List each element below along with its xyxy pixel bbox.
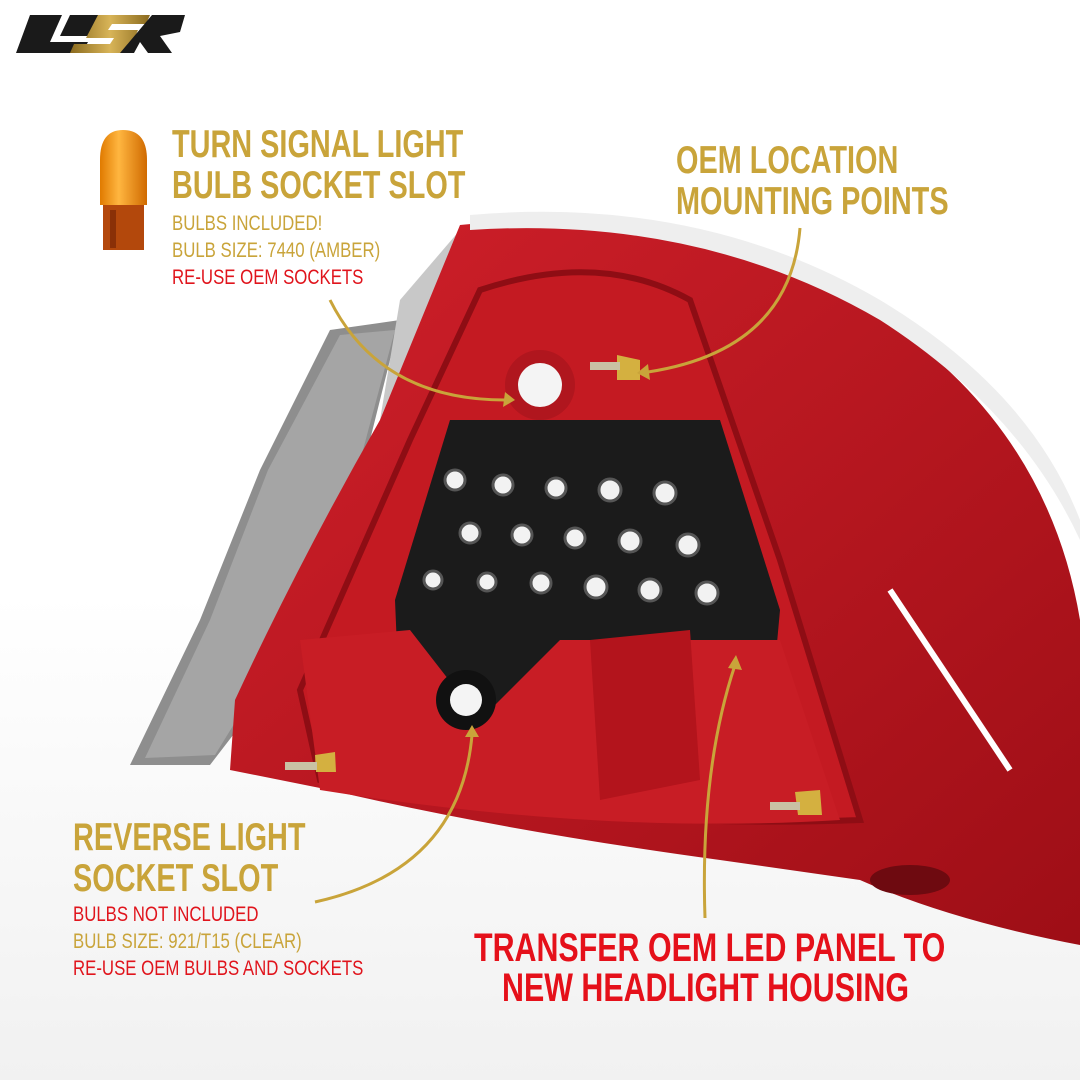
turn-signal-title-line-2: BULB SOCKET SLOT <box>172 164 466 207</box>
turn-signal-detail-3: RE-USE OEM SOCKETS <box>172 266 364 289</box>
usr-logo <box>16 15 185 53</box>
mounting-stud <box>590 355 640 380</box>
reverse-light-callout: REVERSE LIGHT SOCKET SLOT BULBS NOT INCL… <box>73 817 436 982</box>
mounting-title-line-1: OEM LOCATION <box>676 139 899 182</box>
transfer-leader-line <box>702 664 737 919</box>
mounting-leader-line <box>647 227 802 374</box>
transfer-title-line-1: TRANSFER OEM LED PANEL TO <box>474 926 946 970</box>
leader-lines <box>314 227 802 919</box>
turn-signal-callout: TURN SIGNAL LIGHT BULB SOCKET SLOT BULBS… <box>172 124 569 291</box>
reverse-detail-3: RE-USE OEM BULBS AND SOCKETS <box>73 957 364 980</box>
turn-signal-leader-line <box>328 299 506 402</box>
reverse-detail-2: BULB SIZE: 921/T15 (CLEAR) <box>73 930 302 953</box>
mounting-title-line-2: MOUNTING POINTS <box>676 180 949 223</box>
reverse-title-line-2: SOCKET SLOT <box>73 857 279 900</box>
transfer-title-line-2: NEW HEADLIGHT HOUSING <box>502 966 910 1010</box>
tail-light-housing <box>230 211 1080 945</box>
reverse-detail-1: BULBS NOT INCLUDED <box>73 903 259 926</box>
turn-signal-detail-2: BULB SIZE: 7440 (AMBER) <box>172 239 381 262</box>
turn-signal-detail-1: BULBS INCLUDED! <box>172 212 323 235</box>
mounting-points-callout: OEM LOCATION MOUNTING POINTS <box>676 140 1044 222</box>
reverse-title-line-1: REVERSE LIGHT <box>73 816 306 859</box>
amber-bulb-image <box>100 130 147 250</box>
turn-signal-title-line-1: TURN SIGNAL LIGHT <box>172 123 464 166</box>
reverse-leader-line <box>314 734 474 904</box>
transfer-led-panel-callout: TRANSFER OEM LED PANEL TO NEW HEADLIGHT … <box>474 928 1080 1008</box>
